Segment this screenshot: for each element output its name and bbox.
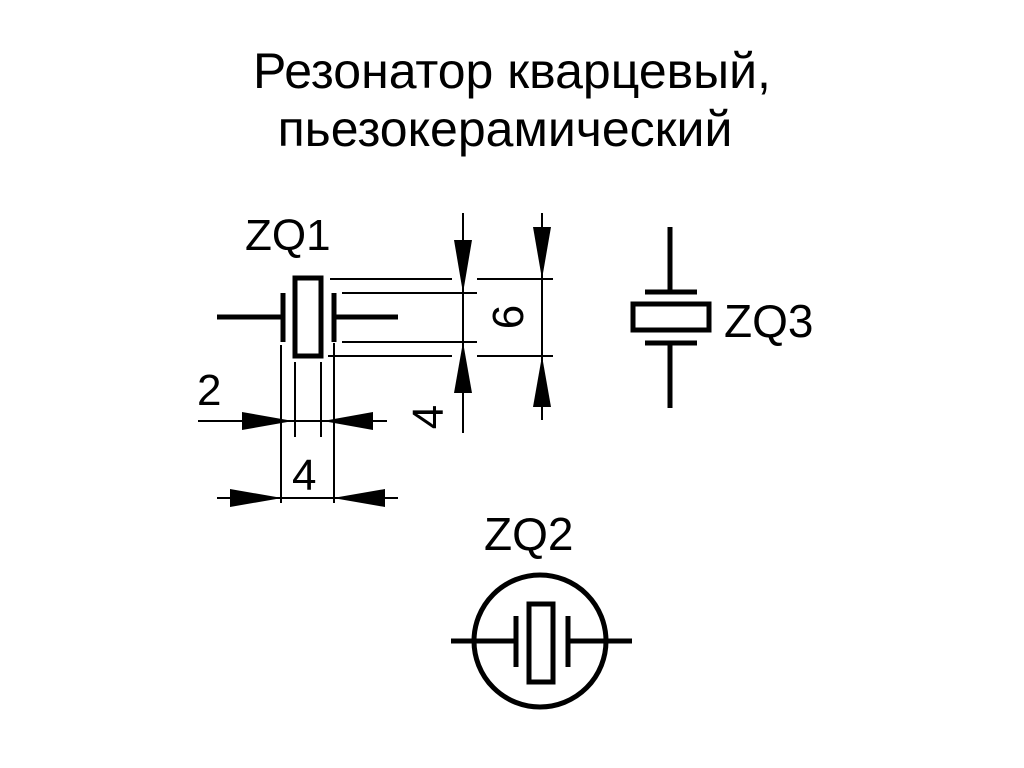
zq2-symbol: ZQ2 [451, 508, 632, 710]
zq1-dim-plate: 4 [404, 405, 453, 429]
title-line-1: Резонатор кварцевый, [253, 43, 771, 99]
title-line-2: пьезокерамический [278, 101, 733, 157]
zq3-label: ZQ3 [724, 295, 813, 347]
zq1-label: ZQ1 [245, 211, 331, 260]
zq1-dim-body: 6 [484, 305, 533, 329]
zq2-label: ZQ2 [484, 508, 573, 560]
zq1-dim-gap: 2 [197, 366, 221, 415]
zq3-symbol: ZQ3 [630, 227, 813, 408]
zq1-symbol: ZQ1 2 [197, 211, 553, 507]
zq1-dim-width: 4 [292, 451, 316, 500]
